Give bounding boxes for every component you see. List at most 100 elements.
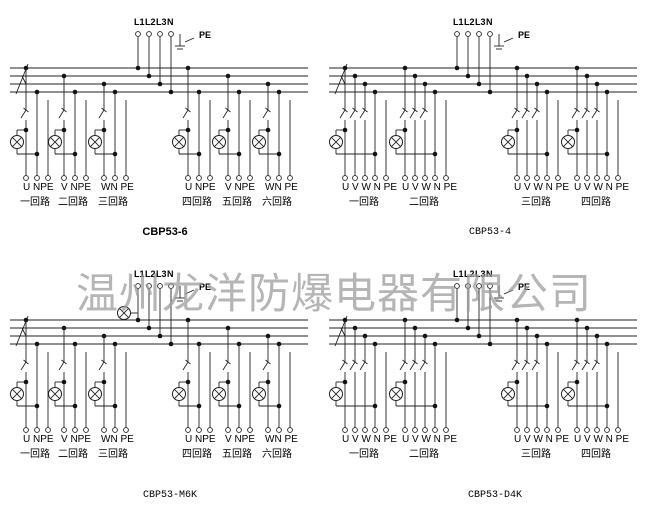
junction-dot bbox=[476, 81, 482, 87]
junction-dot bbox=[61, 127, 67, 133]
terminal bbox=[72, 427, 78, 433]
breaker-mark bbox=[265, 107, 271, 113]
terminal bbox=[185, 175, 191, 181]
indicator-lamp-icon bbox=[561, 135, 575, 149]
breaker-mark bbox=[524, 359, 530, 365]
circuit-name: 二回路 bbox=[409, 447, 439, 460]
terminal bbox=[83, 175, 89, 181]
terminal bbox=[265, 175, 271, 181]
lamp-cross bbox=[90, 137, 100, 147]
lamp-cross bbox=[119, 308, 129, 318]
terminal bbox=[276, 427, 282, 433]
junction-dot bbox=[168, 341, 174, 347]
terminal bbox=[207, 427, 213, 433]
junction-dot bbox=[112, 403, 118, 409]
lamp-cross bbox=[331, 389, 341, 399]
phase-label: L2 bbox=[464, 17, 475, 27]
terminal bbox=[514, 175, 520, 181]
output-terminal-labels: WN PE bbox=[265, 434, 298, 445]
breaker-contact bbox=[591, 361, 598, 371]
terminal bbox=[524, 175, 530, 181]
breaker-mark bbox=[514, 359, 520, 365]
terminal bbox=[168, 283, 174, 289]
breaker-mark bbox=[185, 359, 191, 365]
junction-dot bbox=[342, 379, 348, 385]
breaker-contact bbox=[182, 361, 189, 371]
lamp-cross bbox=[391, 389, 401, 399]
breaker-contact bbox=[222, 361, 229, 371]
phase-label: N bbox=[486, 17, 493, 27]
breaker-contact bbox=[182, 109, 189, 119]
terminal bbox=[135, 31, 141, 37]
output-terminal-labels: U V W N PE bbox=[514, 434, 569, 445]
terminal bbox=[443, 427, 449, 433]
terminal bbox=[265, 427, 271, 433]
breaker-contact bbox=[581, 109, 588, 119]
phase-label: N bbox=[486, 269, 493, 279]
terminal bbox=[101, 427, 107, 433]
junction-dot bbox=[61, 379, 67, 385]
earth-lead bbox=[184, 289, 195, 295]
terminal bbox=[524, 427, 530, 433]
output-terminal-labels: V NPE bbox=[61, 434, 91, 445]
phase-label: L3 bbox=[475, 17, 486, 27]
breaker-contact bbox=[571, 361, 578, 371]
lamp-cross bbox=[254, 137, 264, 147]
breaker-mark bbox=[362, 359, 368, 365]
junction-dot bbox=[225, 127, 231, 133]
phase-label: L3 bbox=[156, 269, 167, 279]
junction-dot bbox=[196, 403, 202, 409]
circuit-name: 五回路 bbox=[222, 447, 252, 460]
output-terminal-labels: U V W N PE bbox=[574, 434, 629, 445]
breaker-contact bbox=[521, 361, 528, 371]
breaker-contact bbox=[349, 361, 356, 371]
terminal bbox=[487, 283, 493, 289]
terminal bbox=[432, 427, 438, 433]
terminal bbox=[123, 427, 129, 433]
terminal bbox=[574, 427, 580, 433]
indicator-lamp-icon bbox=[389, 387, 403, 401]
terminal bbox=[514, 427, 520, 433]
lamp-cross bbox=[50, 137, 60, 147]
terminal bbox=[207, 175, 213, 181]
breaker-contact bbox=[409, 109, 416, 119]
junction-dot bbox=[454, 317, 460, 323]
phase-label: L1 bbox=[453, 269, 464, 279]
terminal bbox=[487, 31, 493, 37]
junction-dot bbox=[276, 151, 282, 157]
breaker-mark bbox=[342, 107, 348, 113]
terminal bbox=[544, 175, 550, 181]
terminal bbox=[465, 31, 471, 37]
breaker-contact bbox=[98, 109, 105, 119]
breaker-contact bbox=[98, 361, 105, 371]
indicator-lamp-icon bbox=[172, 135, 186, 149]
output-terminal-labels: U NPE bbox=[185, 182, 216, 193]
indicator-lamp-icon bbox=[561, 387, 575, 401]
breaker-mark bbox=[524, 107, 530, 113]
indicator-lamp-icon bbox=[48, 135, 62, 149]
terminal bbox=[615, 175, 621, 181]
lamp-cross bbox=[563, 137, 573, 147]
junction-dot bbox=[135, 65, 141, 71]
terminal bbox=[372, 427, 378, 433]
phase-label: L3 bbox=[156, 17, 167, 27]
breaker-contact bbox=[581, 361, 588, 371]
terminal bbox=[544, 427, 550, 433]
phase-label: L1 bbox=[134, 269, 145, 279]
breaker-mark bbox=[225, 359, 231, 365]
junction-dot bbox=[465, 73, 471, 79]
main-switch-mark bbox=[21, 75, 27, 85]
breaker-mark bbox=[352, 359, 358, 365]
terminal bbox=[402, 175, 408, 181]
lamp-cross bbox=[391, 137, 401, 147]
indicator-lamp-icon bbox=[329, 135, 343, 149]
circuit-name: 四回路 bbox=[182, 195, 212, 208]
